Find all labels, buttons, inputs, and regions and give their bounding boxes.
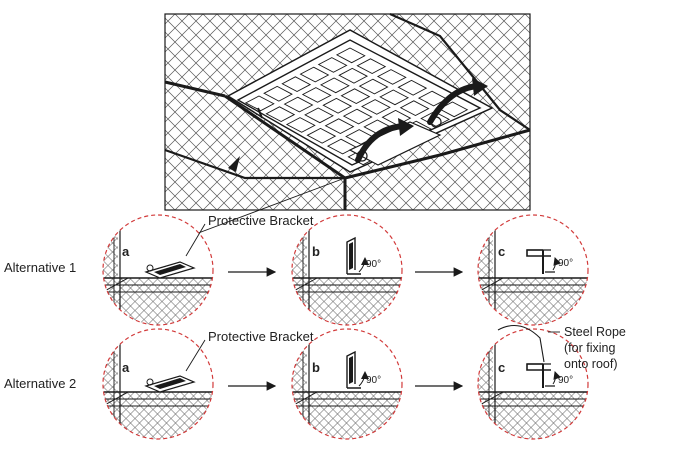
panel-cell — [322, 97, 353, 114]
panel-cell — [417, 90, 448, 107]
detail-circle-border — [291, 214, 403, 326]
panel-cell — [301, 87, 332, 103]
bracket-icon — [346, 236, 369, 275]
panel-cell — [306, 127, 337, 144]
panel-cell — [324, 118, 355, 134]
panel-cell — [263, 85, 293, 102]
alternative-1-label: Alternative 1 — [4, 260, 77, 275]
ceiling-illustration — [164, 12, 531, 239]
steel-rope-label: Steel Rope (for fixing onto roof) — [564, 324, 626, 372]
detail-circle-border — [477, 328, 589, 440]
panel-cell — [356, 58, 387, 74]
detail-step-c-alt1 — [477, 214, 589, 326]
angle-label-c2: 90° — [558, 375, 574, 386]
panel-cell — [320, 77, 350, 94]
panel-cell — [342, 108, 373, 125]
panel-cell — [281, 76, 312, 92]
panel-cell — [376, 69, 407, 85]
step-label-b2: b — [312, 360, 320, 375]
panel-cell — [397, 79, 428, 96]
panel-cell — [304, 107, 334, 124]
step-label-b1: b — [312, 244, 320, 259]
curved-arrow-icon — [427, 83, 481, 125]
panel-cell — [285, 117, 316, 133]
panel-cell — [399, 100, 430, 116]
panel-cell — [379, 89, 410, 106]
protective-bracket-label-top: Protective Bracket — [208, 213, 314, 228]
detail-circle-border — [477, 214, 589, 326]
curved-arrow-icon — [355, 123, 407, 163]
panel-cell — [340, 88, 371, 104]
angle-label-b1: 90° — [366, 259, 382, 270]
detail-step-a-alt1 — [102, 214, 214, 326]
panel-cell — [358, 78, 389, 95]
angle-label-b2: 90° — [366, 375, 382, 386]
bracket-icon — [346, 350, 369, 389]
panel-cell — [244, 95, 275, 112]
panel-cell — [361, 99, 391, 115]
panel-cell — [265, 106, 296, 122]
detail-circle-border — [291, 328, 403, 440]
detail-step-a-alt2 — [102, 328, 214, 440]
step-arrows — [228, 267, 464, 391]
step-label-a1: a — [122, 244, 130, 259]
steel-rope-line — [497, 324, 545, 363]
steel-rope-line2: (for fixing — [564, 341, 616, 355]
panel-cell — [338, 67, 369, 84]
led-panel — [236, 39, 482, 166]
step-label-c2: c — [498, 360, 506, 375]
detail-circle-border — [102, 214, 214, 326]
alternative-2-row — [102, 328, 589, 440]
bracket-icon — [144, 375, 196, 393]
alternative-2-label: Alternative 2 — [4, 376, 77, 391]
angle-label-c1: 90° — [558, 258, 574, 269]
step-label-a2: a — [122, 360, 130, 375]
bracket-icon — [144, 261, 196, 279]
panel-cell — [326, 138, 357, 155]
panel-cell — [299, 66, 330, 83]
bracket-icon — [526, 249, 562, 274]
bracket-icon — [526, 363, 562, 388]
steel-rope-line1: Steel Rope — [564, 325, 626, 339]
alternative-1-row — [102, 214, 589, 326]
panel-cell — [317, 57, 348, 73]
detail-step-b-alt2 — [291, 328, 403, 440]
protective-bracket-label-bottom: Protective Bracket — [208, 329, 314, 344]
panel-cell — [335, 47, 366, 64]
panel-cell — [283, 96, 314, 113]
detail-circle-border — [102, 328, 214, 440]
step-label-c1: c — [498, 244, 506, 259]
steel-rope-line3: onto roof) — [564, 357, 618, 371]
detail-step-b-alt1 — [291, 214, 403, 326]
